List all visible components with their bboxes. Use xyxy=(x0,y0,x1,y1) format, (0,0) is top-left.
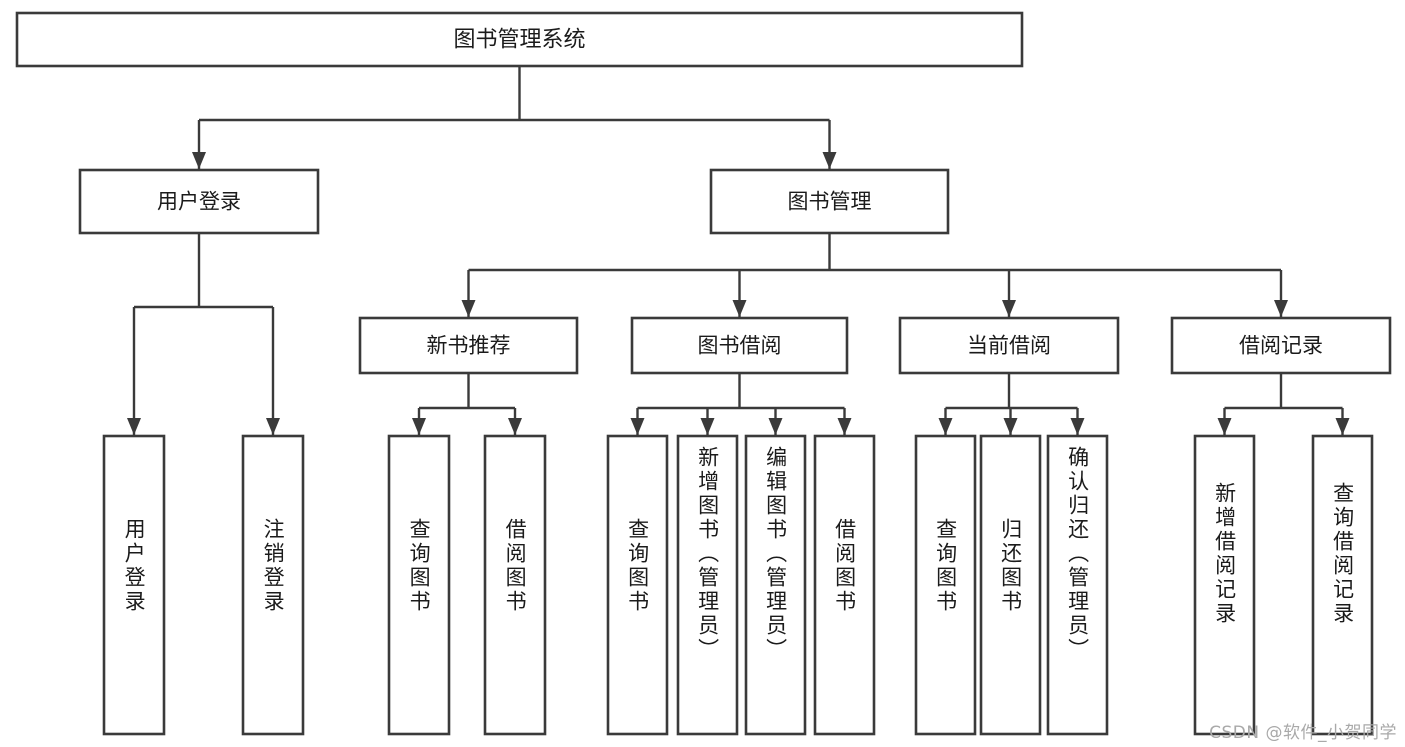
node-label-user-login: 用户登录 xyxy=(157,190,241,214)
arrow-head-icon xyxy=(1002,300,1016,317)
node-box-current-borrow[interactable] xyxy=(898,316,1120,375)
arrow-head-icon xyxy=(1335,418,1350,435)
arrow-head-icon xyxy=(1217,418,1232,435)
arrow-head-icon xyxy=(192,152,206,169)
node-box-query-book-1[interactable] xyxy=(387,434,451,736)
arrow-head-icon xyxy=(938,418,953,435)
arrow-head-icon xyxy=(837,418,852,435)
arrow-head-icon xyxy=(266,418,280,435)
node-box-user-login[interactable] xyxy=(78,168,320,235)
arrow-head-icon xyxy=(822,152,837,169)
node-label-new-book-recommend: 新书推荐 xyxy=(427,334,511,358)
node-box-add-borrow-record[interactable] xyxy=(1193,434,1256,736)
node-box-borrow-book-2[interactable] xyxy=(813,434,876,736)
node-box-layer xyxy=(15,11,1392,736)
arrow-head-icon xyxy=(1070,418,1085,435)
node-box-query-book-2[interactable] xyxy=(606,434,669,736)
node-box-book-manage[interactable] xyxy=(709,168,950,235)
node-box-query-borrow-record[interactable] xyxy=(1311,434,1374,736)
node-box-return-book[interactable] xyxy=(979,434,1042,736)
node-box-query-book-3[interactable] xyxy=(914,434,977,736)
arrow-head-icon xyxy=(700,418,715,435)
node-box-root[interactable] xyxy=(15,11,1024,68)
node-box-confirm-return-admin[interactable] xyxy=(1046,434,1109,736)
arrow-head-icon xyxy=(1274,300,1288,317)
node-label-root: 图书管理系统 xyxy=(453,28,585,53)
node-label-borrow-record: 借阅记录 xyxy=(1239,334,1323,358)
node-label-current-borrow: 当前借阅 xyxy=(967,334,1051,358)
arrow-head-icon xyxy=(732,300,747,317)
arrow-head-icon xyxy=(127,418,141,435)
connector-layer xyxy=(127,66,1350,435)
node-box-user-login-do[interactable] xyxy=(102,434,166,736)
node-box-borrow-record[interactable] xyxy=(1170,316,1392,375)
node-box-book-borrow[interactable] xyxy=(630,316,849,375)
arrow-head-icon xyxy=(1003,418,1018,435)
arrow-head-icon xyxy=(508,418,522,435)
node-label-book-manage: 图书管理 xyxy=(788,190,872,214)
arrow-head-icon xyxy=(461,300,476,317)
node-box-new-book-recommend[interactable] xyxy=(358,316,579,375)
node-box-user-logout[interactable] xyxy=(241,434,305,736)
arrow-head-icon xyxy=(630,418,645,435)
node-box-borrow-book-1[interactable] xyxy=(483,434,547,736)
node-box-add-book-admin[interactable] xyxy=(676,434,739,736)
arrow-head-icon xyxy=(412,418,426,435)
csdn-watermark: CSDN @软件_小贺同学 xyxy=(1209,723,1397,743)
arrow-head-icon xyxy=(768,418,783,435)
node-label-book-borrow: 图书借阅 xyxy=(698,334,782,358)
node-box-edit-book-admin[interactable] xyxy=(744,434,807,736)
